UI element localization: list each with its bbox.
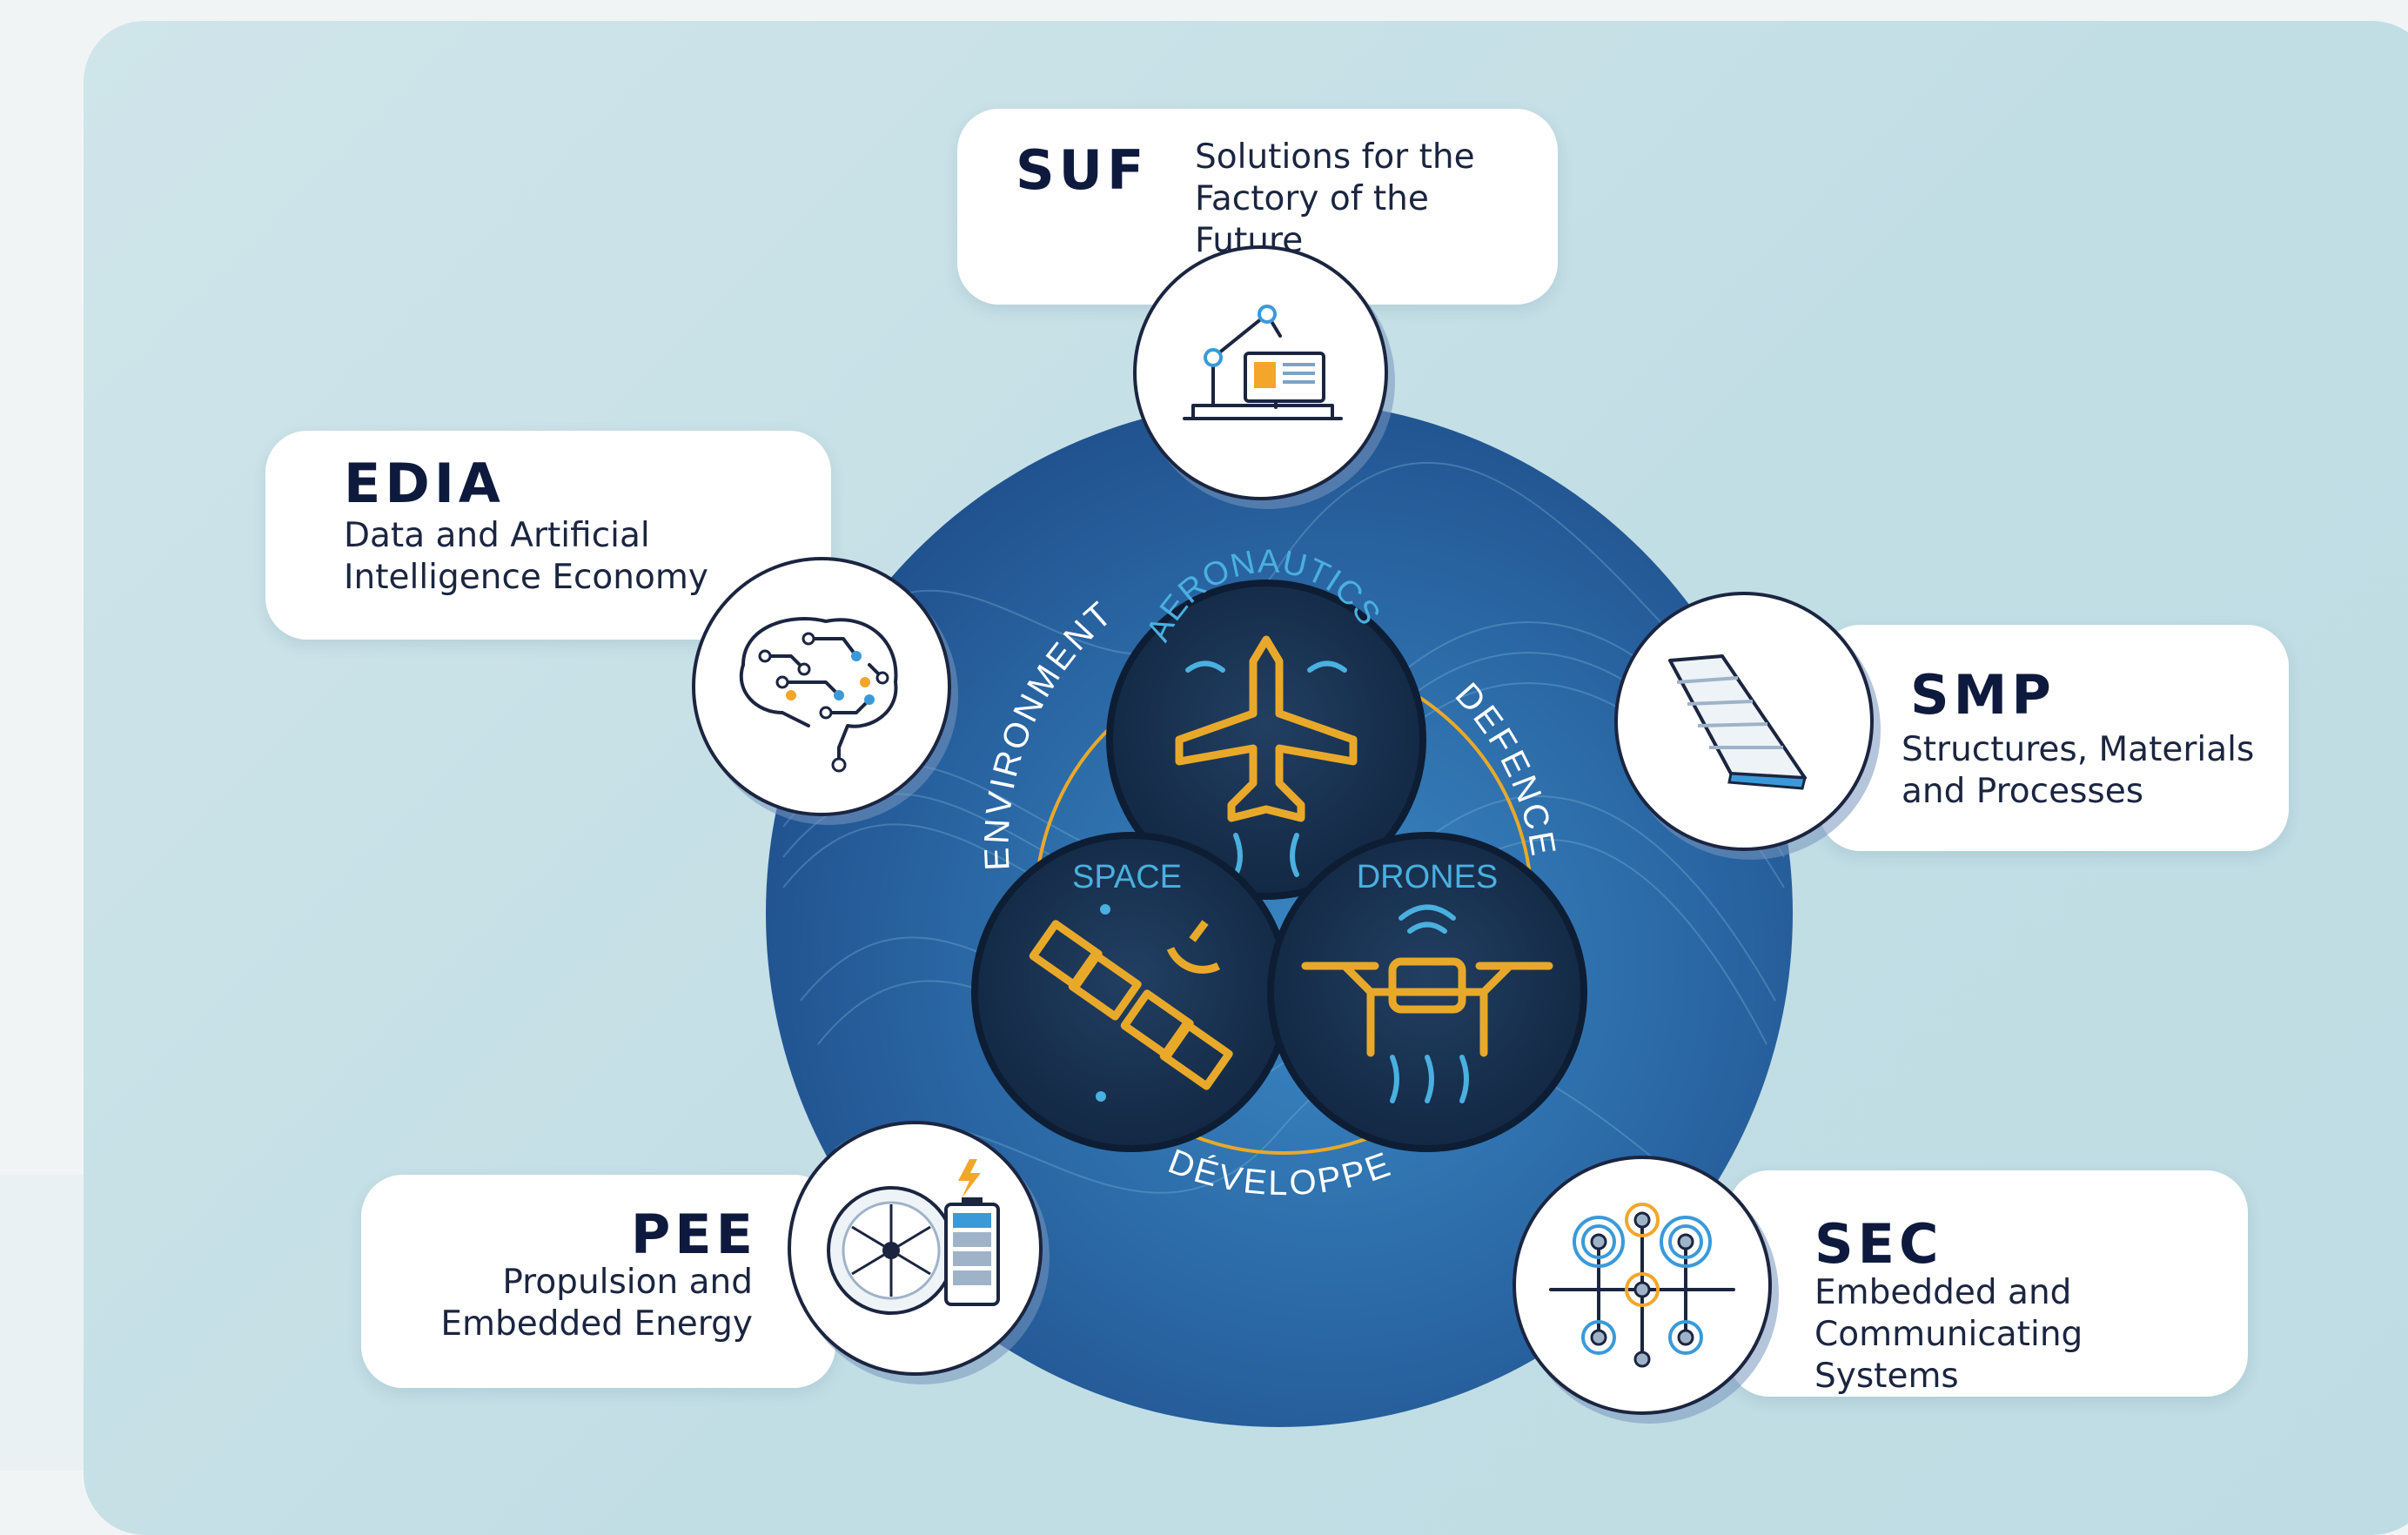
wireless-circuit-icon bbox=[1549, 1203, 1735, 1368]
wifi-stitch-icon bbox=[1390, 904, 1469, 1103]
sec-icon-circle bbox=[1513, 1156, 1772, 1415]
background-strip bbox=[0, 1175, 96, 1471]
star-icon bbox=[1096, 904, 1110, 1102]
smp-description: Structures, Materials and Processes bbox=[1902, 730, 2255, 811]
suf-icon-circle bbox=[1133, 245, 1388, 500]
smp-card: SMP Structures, Materials and Processes bbox=[1819, 625, 2289, 851]
sec-card: SEC Embedded and Communicating Systems bbox=[1727, 1170, 2248, 1397]
pee-description: Propulsion and Embedded Energy bbox=[440, 1263, 753, 1344]
patch-label-space: SPACE bbox=[1072, 859, 1182, 895]
airplane-icon bbox=[1175, 635, 1358, 822]
turbine-battery-icon bbox=[827, 1159, 1000, 1315]
circuit-brain-icon bbox=[739, 617, 898, 773]
pee-icon-circle bbox=[788, 1121, 1043, 1376]
space-patch: SPACE bbox=[971, 832, 1291, 1152]
sec-description: Embedded and Communicating Systems bbox=[1814, 1273, 2083, 1396]
suf-code: SUF bbox=[1016, 138, 1149, 202]
pee-card: PEE Propulsion and Embedded Energy bbox=[361, 1175, 835, 1388]
satellite-icon bbox=[1029, 920, 1233, 1090]
pee-code: PEE bbox=[630, 1203, 757, 1266]
smp-icon-circle bbox=[1614, 592, 1874, 851]
composite-wing-panel-icon bbox=[1668, 654, 1807, 790]
patch-label-drones: DRONES bbox=[1357, 859, 1499, 895]
smp-code: SMP bbox=[1910, 663, 2056, 727]
edia-description: Data and Artificial Intelligence Economy bbox=[344, 516, 708, 597]
suf-description: Solutions for the Factory of the Future bbox=[1195, 137, 1475, 260]
edia-icon-circle bbox=[692, 557, 951, 816]
sec-code: SEC bbox=[1814, 1212, 1943, 1276]
drone-icon bbox=[1301, 957, 1553, 1057]
robot-arm-workstation-icon bbox=[1183, 305, 1343, 420]
edia-code: EDIA bbox=[344, 452, 505, 515]
drones-patch: DRONES bbox=[1267, 832, 1587, 1152]
hub-circle bbox=[766, 400, 1793, 1427]
cloud-stitch-icon bbox=[1185, 660, 1347, 877]
